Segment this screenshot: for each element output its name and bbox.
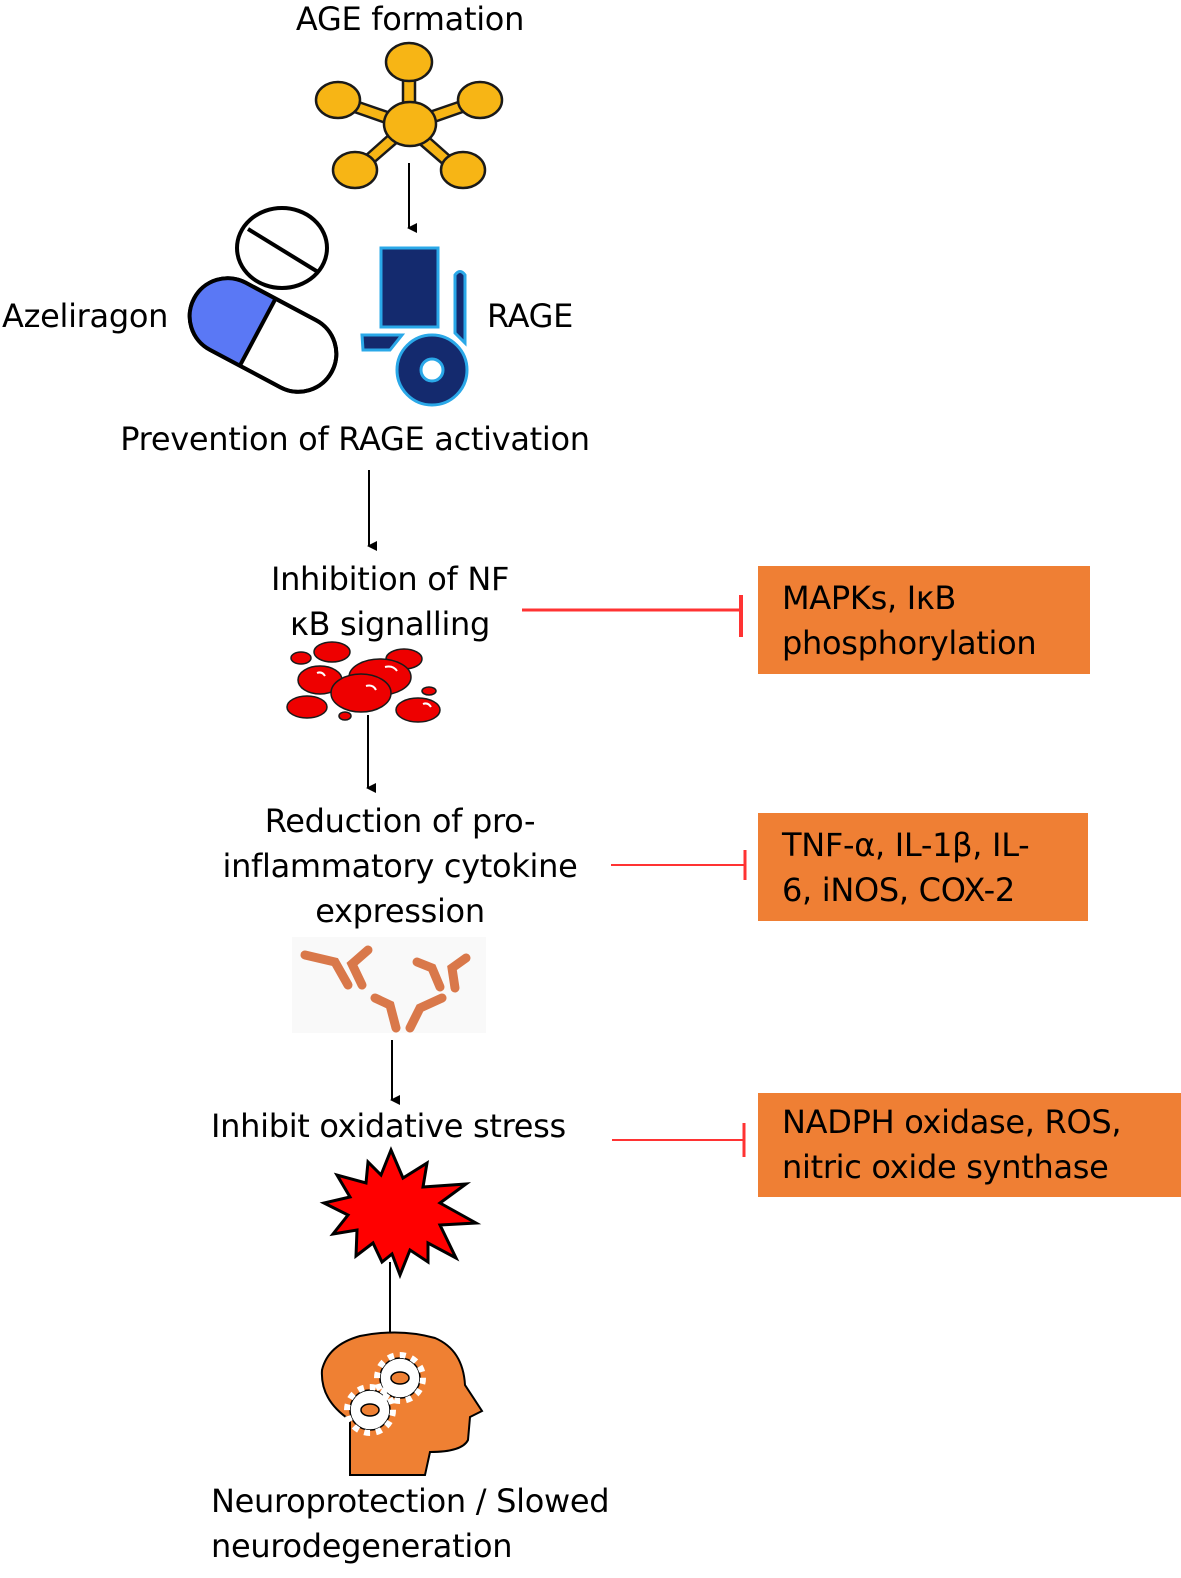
age-formation-label: AGE formation	[295, 0, 525, 38]
receptor-icon	[360, 246, 469, 407]
inhibited-target-line2: nitric oxide synthase	[782, 1148, 1109, 1186]
outcome-label-line1: Neuroprotection / Slowed	[211, 1482, 610, 1520]
azeliragon-label: Azeliragon	[2, 297, 169, 335]
inhibited-target-line1: NADPH oxidase, ROS,	[782, 1103, 1122, 1141]
inhibited-target-box-cytokines: TNF-α, IL-1β, IL- 6, iNOS, COX-2	[758, 813, 1088, 921]
inhibited-target-line2: 6, iNOS, COX-2	[782, 871, 1015, 909]
cytokine-label-line2: inflammatory cytokine	[222, 847, 578, 885]
inhibition-line-nfkb	[522, 595, 743, 637]
explosion-burst-icon	[319, 1146, 482, 1280]
cytokine-label-line1: Reduction of pro-	[264, 802, 536, 840]
head-gears-icon	[320, 1331, 484, 1476]
outcome-label-line2: neurodegeneration	[211, 1527, 513, 1565]
molecule-icon	[314, 41, 504, 190]
rage-label: RAGE	[487, 297, 574, 335]
antibody-icon	[292, 937, 486, 1033]
inhibited-target-line1: TNF-α, IL-1β, IL-	[782, 826, 1030, 864]
nfkb-label-line1: Inhibition of NF	[270, 560, 510, 598]
inhibited-target-box-mapks: MAPKs, IκB phosphorylation	[758, 566, 1090, 674]
inhibited-target-line1: MAPKs, IκB	[782, 579, 957, 617]
red-blood-cells-icon	[286, 641, 441, 723]
inhibition-line-cytokine	[611, 850, 747, 880]
inhibited-target-box-oxidases: NADPH oxidase, ROS, nitric oxide synthas…	[758, 1093, 1181, 1197]
cytokine-label-line3: expression	[315, 892, 485, 930]
oxidative-stress-label: Inhibit oxidative stress	[211, 1107, 566, 1145]
inhibition-line-oxidative	[612, 1123, 746, 1157]
inhibited-target-line2: phosphorylation	[782, 624, 1037, 662]
pill-capsule-icon	[187, 206, 339, 394]
prevention-label: Prevention of RAGE activation	[120, 420, 590, 458]
nfkb-label-line2: κB signalling	[289, 605, 491, 643]
